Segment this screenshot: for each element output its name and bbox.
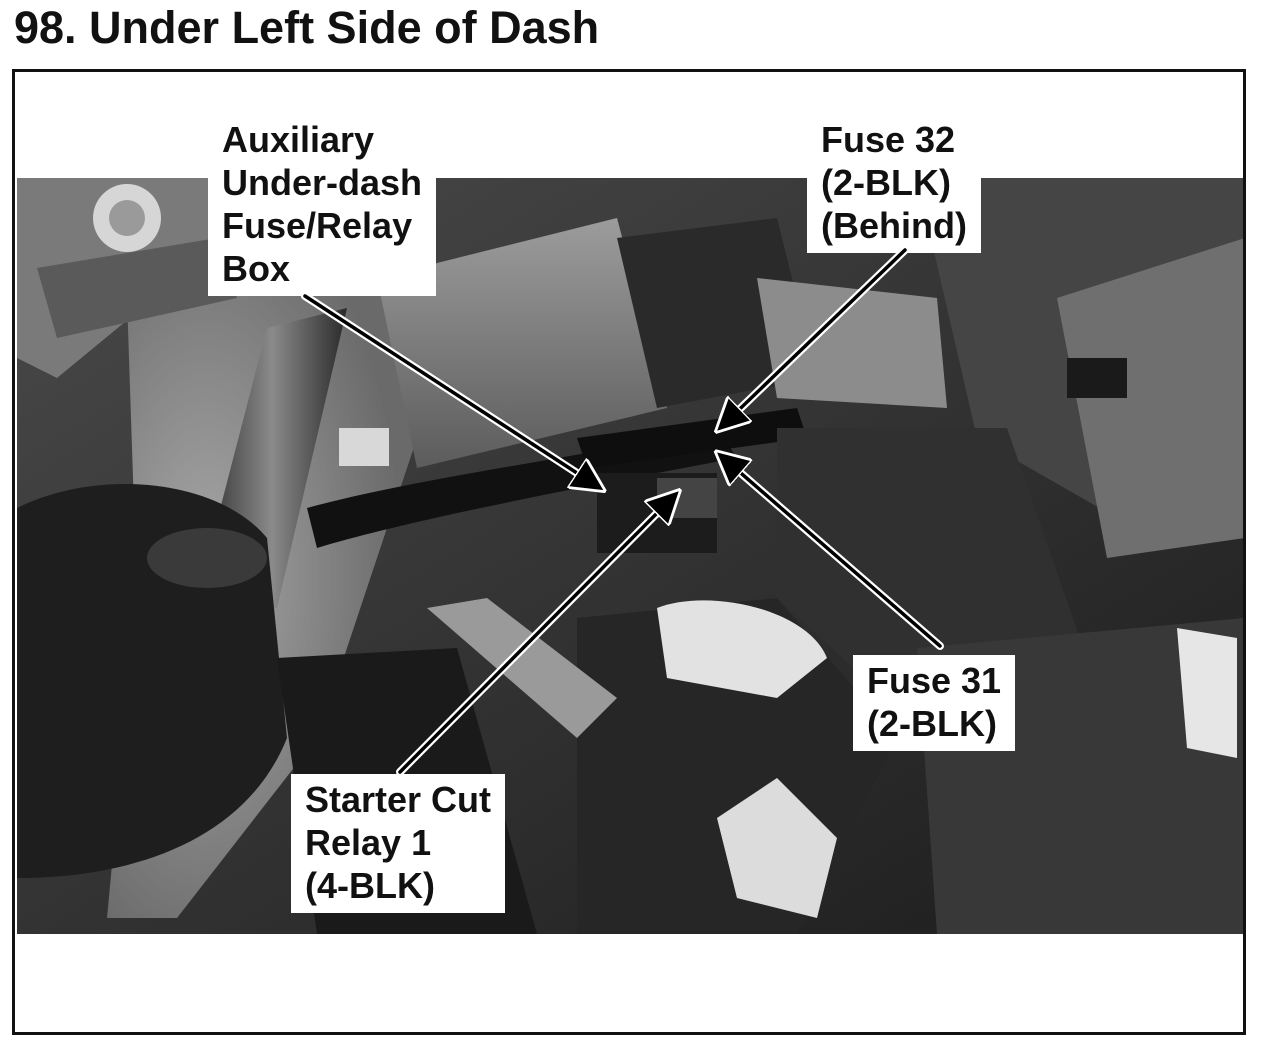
callout-line: Box bbox=[222, 248, 291, 289]
callout-line: Auxiliary bbox=[222, 119, 375, 160]
figure-frame: Auxiliary Under-dash Fuse/Relay Box Fuse… bbox=[12, 69, 1246, 1035]
callout-line: Fuse 32 bbox=[821, 119, 956, 160]
callout-line: (Behind) bbox=[821, 205, 967, 246]
callout-line: Under-dash bbox=[222, 162, 423, 203]
callout-line: (4-BLK) bbox=[305, 865, 435, 906]
starter-relay-callout: Starter Cut Relay 1 (4-BLK) bbox=[291, 774, 506, 913]
callout-line: Starter Cut bbox=[305, 779, 492, 820]
photo-illustration bbox=[17, 178, 1243, 934]
under-dash-photo bbox=[17, 178, 1243, 934]
aux-box-callout: Auxiliary Under-dash Fuse/Relay Box bbox=[208, 114, 437, 296]
callout-line: (2-BLK) bbox=[821, 162, 951, 203]
callout-line: Relay 1 bbox=[305, 822, 432, 863]
page-title: 98. Under Left Side of Dash bbox=[14, 2, 600, 53]
fuse31-callout: Fuse 31 (2-BLK) bbox=[853, 655, 1016, 751]
callout-line: Fuse/Relay bbox=[222, 205, 413, 246]
callout-line: Fuse 31 bbox=[867, 660, 1002, 701]
callout-line: (2-BLK) bbox=[867, 703, 997, 744]
fuse32-callout: Fuse 32 (2-BLK) (Behind) bbox=[807, 114, 981, 253]
